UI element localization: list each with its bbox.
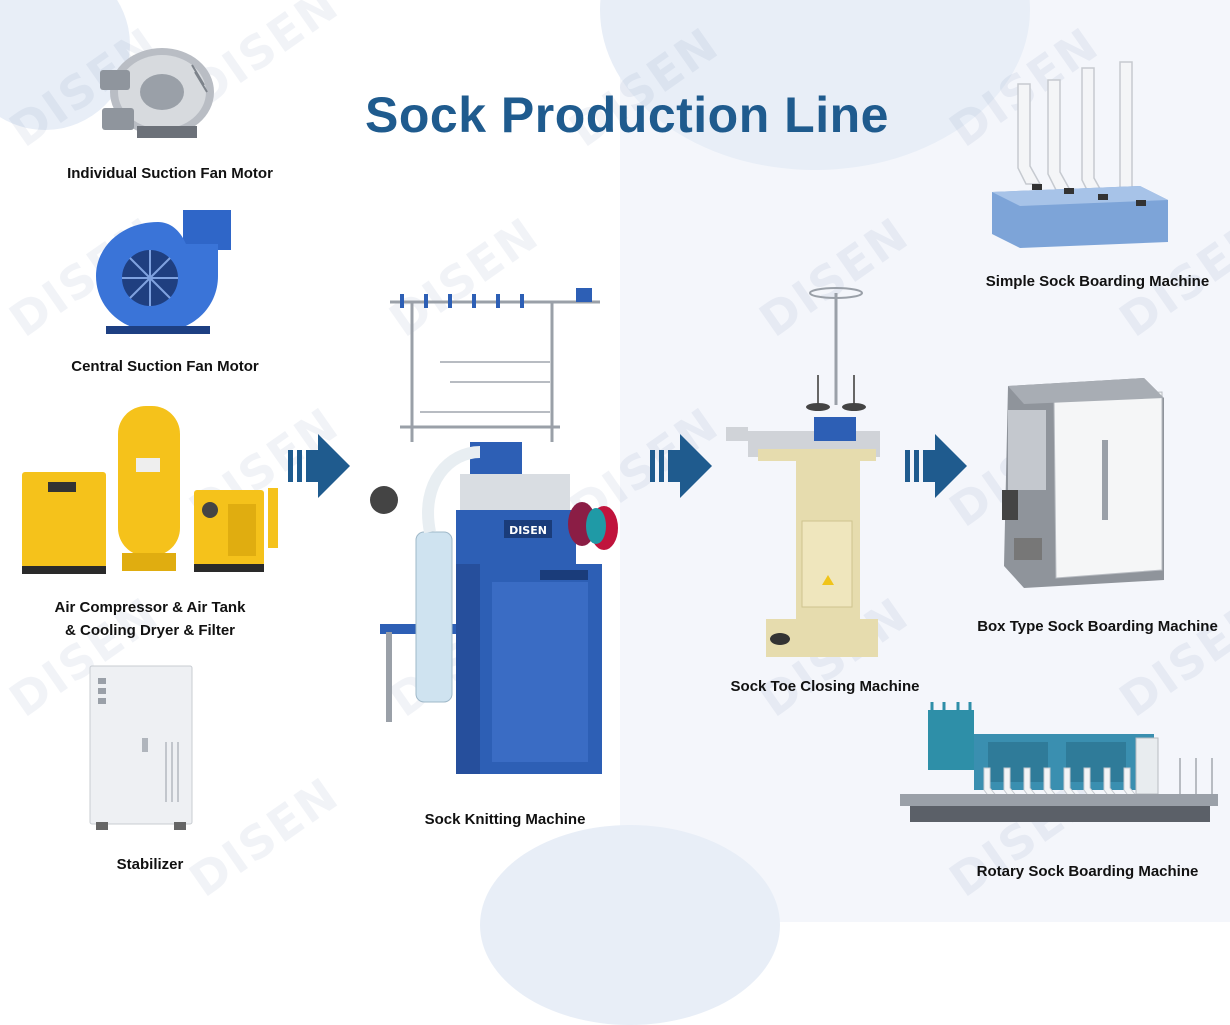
- box-type-sock-boarding-machine-image: [994, 370, 1174, 595]
- caption-air-compressor: Air Compressor & Air Tank & Cooling Drye…: [30, 596, 270, 642]
- caption-sock-knitting-machine: Sock Knitting Machine: [424, 811, 586, 828]
- rotary-sock-boarding-machine-image: [900, 698, 1230, 838]
- caption-sock-toe-closing-machine: Sock Toe Closing Machine: [730, 678, 920, 695]
- stabilizer-image: [86, 662, 196, 832]
- sock-toe-closing-machine-image: [718, 285, 918, 665]
- air-compressor-air-tank-image: [18, 398, 288, 580]
- individual-suction-fan-motor-image: [92, 30, 222, 145]
- caption-individual-suction-fan-motor: Individual Suction Fan Motor: [67, 165, 273, 182]
- flow-arrow-icon: [905, 434, 967, 498]
- caption-box-type-sock-boarding-machine: Box Type Sock Boarding Machine: [977, 618, 1218, 635]
- background-bubble: [480, 825, 780, 1025]
- caption-rotary-sock-boarding-machine: Rotary Sock Boarding Machine: [976, 863, 1199, 880]
- caption-air-compressor-line2: & Cooling Dryer & Filter: [64, 622, 236, 639]
- flow-arrow-icon: [288, 434, 350, 498]
- caption-simple-sock-boarding-machine: Simple Sock Boarding Machine: [985, 273, 1210, 290]
- page-title: Sock Production Line: [365, 87, 889, 143]
- watermark: DISEN: [179, 766, 349, 908]
- sock-knitting-machine-image: DISEN: [360, 282, 620, 782]
- caption-air-compressor-line1: Air Compressor & Air Tank: [54, 599, 246, 616]
- caption-central-suction-fan-motor: Central Suction Fan Motor: [71, 358, 259, 375]
- flow-arrow-icon: [650, 434, 712, 498]
- machine-brand-label: DISEN: [509, 524, 547, 537]
- simple-sock-boarding-machine-image: [990, 58, 1175, 248]
- central-suction-fan-motor-image: [88, 208, 238, 338]
- caption-stabilizer: Stabilizer: [116, 856, 184, 873]
